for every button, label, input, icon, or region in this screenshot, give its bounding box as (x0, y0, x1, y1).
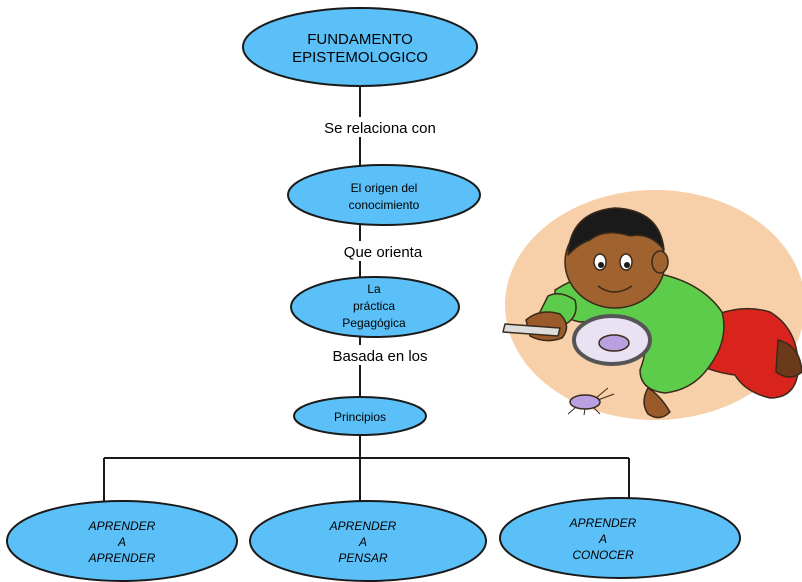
mouth-shape (597, 285, 633, 293)
origin-node: El origen del conocimiento (287, 164, 481, 226)
link-label-2: Que orienta (344, 244, 423, 261)
leaf-1-label-line-3: APRENDER (88, 551, 156, 565)
root-ellipse (242, 7, 478, 87)
leaf-2-label-line-1: APRENDER (329, 519, 397, 533)
leaf-node-2: APRENDER A PENSAR (249, 500, 487, 582)
shoe-shape (775, 339, 802, 378)
link-label-3-backing (320, 345, 438, 365)
principles-label: Principios (334, 410, 386, 424)
magnifier-handle (502, 323, 561, 337)
root-label-line-1: FUNDAMENTO (307, 31, 413, 48)
practice-ellipse (290, 276, 460, 338)
practice-label-line-2: práctica (353, 299, 395, 313)
leaf-1-label-line-1: APRENDER (88, 519, 156, 533)
bug-icon (567, 387, 615, 416)
practice-label-line-1: La (367, 282, 381, 296)
leaf-1-ellipse (6, 500, 238, 582)
origin-ellipse (287, 164, 481, 226)
practice-label-line-3: Pegagógica (342, 316, 406, 330)
root-node: FUNDAMENTO EPISTEMOLOGICO (242, 7, 478, 87)
leaf-node-3: APRENDER A CONOCER (499, 497, 741, 579)
principles-ellipse (293, 396, 427, 436)
hand-right-shape (643, 387, 671, 419)
origin-label-line-1: El origen del (351, 181, 418, 195)
leaf-3-ellipse (499, 497, 741, 579)
hair-shape (567, 207, 665, 256)
ear-shape (651, 250, 669, 274)
principles-node: Principios (293, 396, 427, 436)
link-label-2-backing (334, 241, 434, 261)
link-label-1-backing (306, 117, 430, 137)
leaf-2-ellipse (249, 500, 487, 582)
leaf-2-label-line-3: PENSAR (338, 551, 388, 565)
leaf-node-1: APRENDER A APRENDER (6, 500, 238, 582)
practice-node: La práctica Pegagógica (290, 276, 460, 338)
bug-magnified (598, 334, 630, 352)
leaf-1-label-line-2: A (117, 535, 126, 549)
pupil-right (624, 262, 630, 268)
origin-label-line-2: conocimiento (349, 198, 420, 212)
pupil-left (598, 262, 604, 268)
leaf-3-label-line-1: APRENDER (569, 516, 637, 530)
child-with-magnifying-glass-illustration (502, 190, 802, 420)
leaf-2-label-line-2: A (358, 535, 367, 549)
leaf-3-label-line-2: A (598, 532, 607, 546)
link-label-3: Basada en los (332, 348, 427, 365)
root-label-line-2: EPISTEMOLOGICO (292, 49, 428, 66)
leaf-3-label-line-3: CONOCER (572, 548, 634, 562)
link-label-1: Se relaciona con (324, 120, 436, 137)
